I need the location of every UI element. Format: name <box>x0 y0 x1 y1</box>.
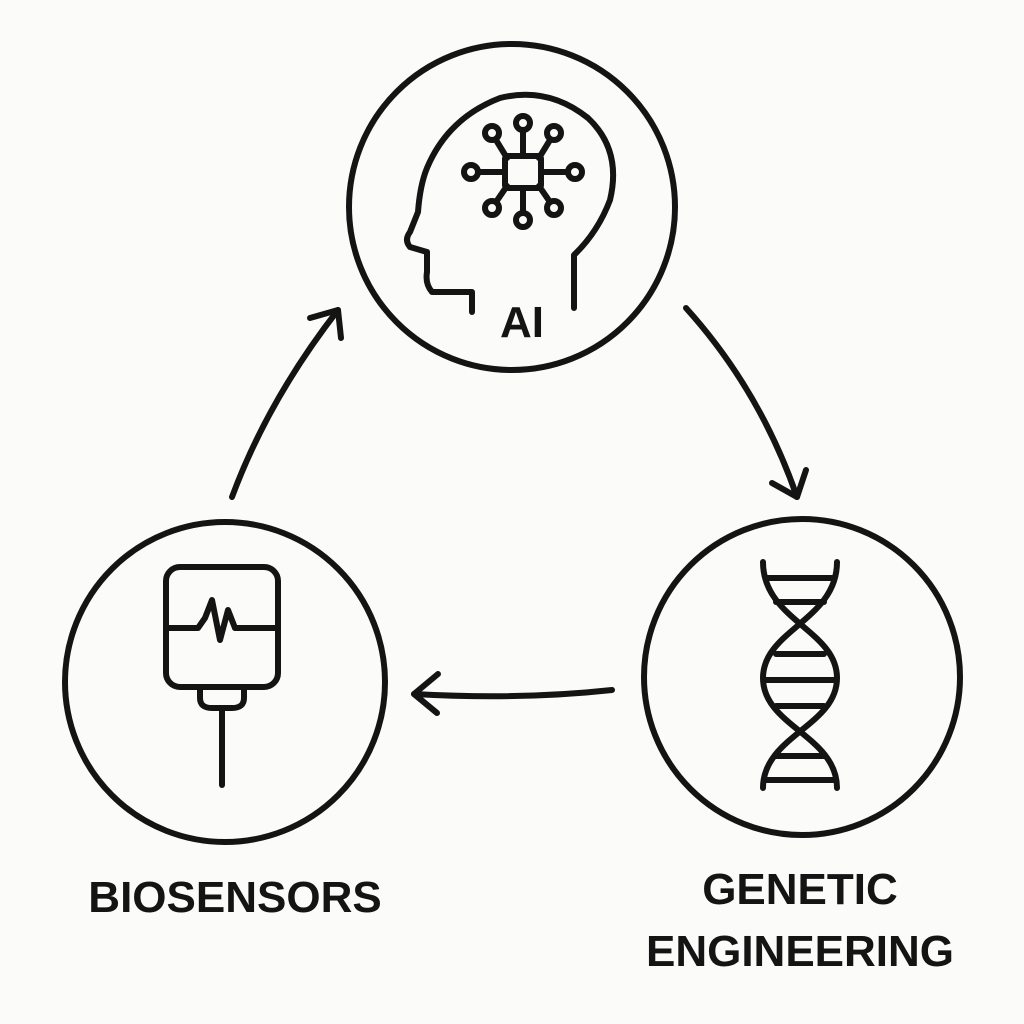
pulse-wave <box>163 597 281 643</box>
ai-label: AI <box>500 298 544 347</box>
biosensors-circle <box>62 519 388 845</box>
genetic-node <box>641 516 963 838</box>
ai-node: AI <box>346 41 678 373</box>
genetic-label-line1: GENETIC <box>702 865 898 914</box>
arrow-biosensors-to-ai <box>229 307 344 500</box>
biosensors-label: BIOSENSORS <box>88 873 381 922</box>
biosensor-monitor-icon <box>163 564 281 788</box>
head-chip-icon <box>404 91 617 315</box>
genetic-label-line2: ENGINEERING <box>646 927 954 976</box>
genetic-circle <box>641 516 963 838</box>
biosensors-node <box>62 519 388 845</box>
dna-rungs <box>763 575 837 783</box>
chip <box>502 153 544 191</box>
ai-circle <box>346 41 678 373</box>
arrow-genetic-to-biosensors <box>411 671 615 716</box>
dna-helix-icon <box>760 559 840 791</box>
head-outline <box>404 91 617 315</box>
arrow-ai-to-genetic <box>683 305 809 500</box>
sensor-connector <box>197 684 247 711</box>
